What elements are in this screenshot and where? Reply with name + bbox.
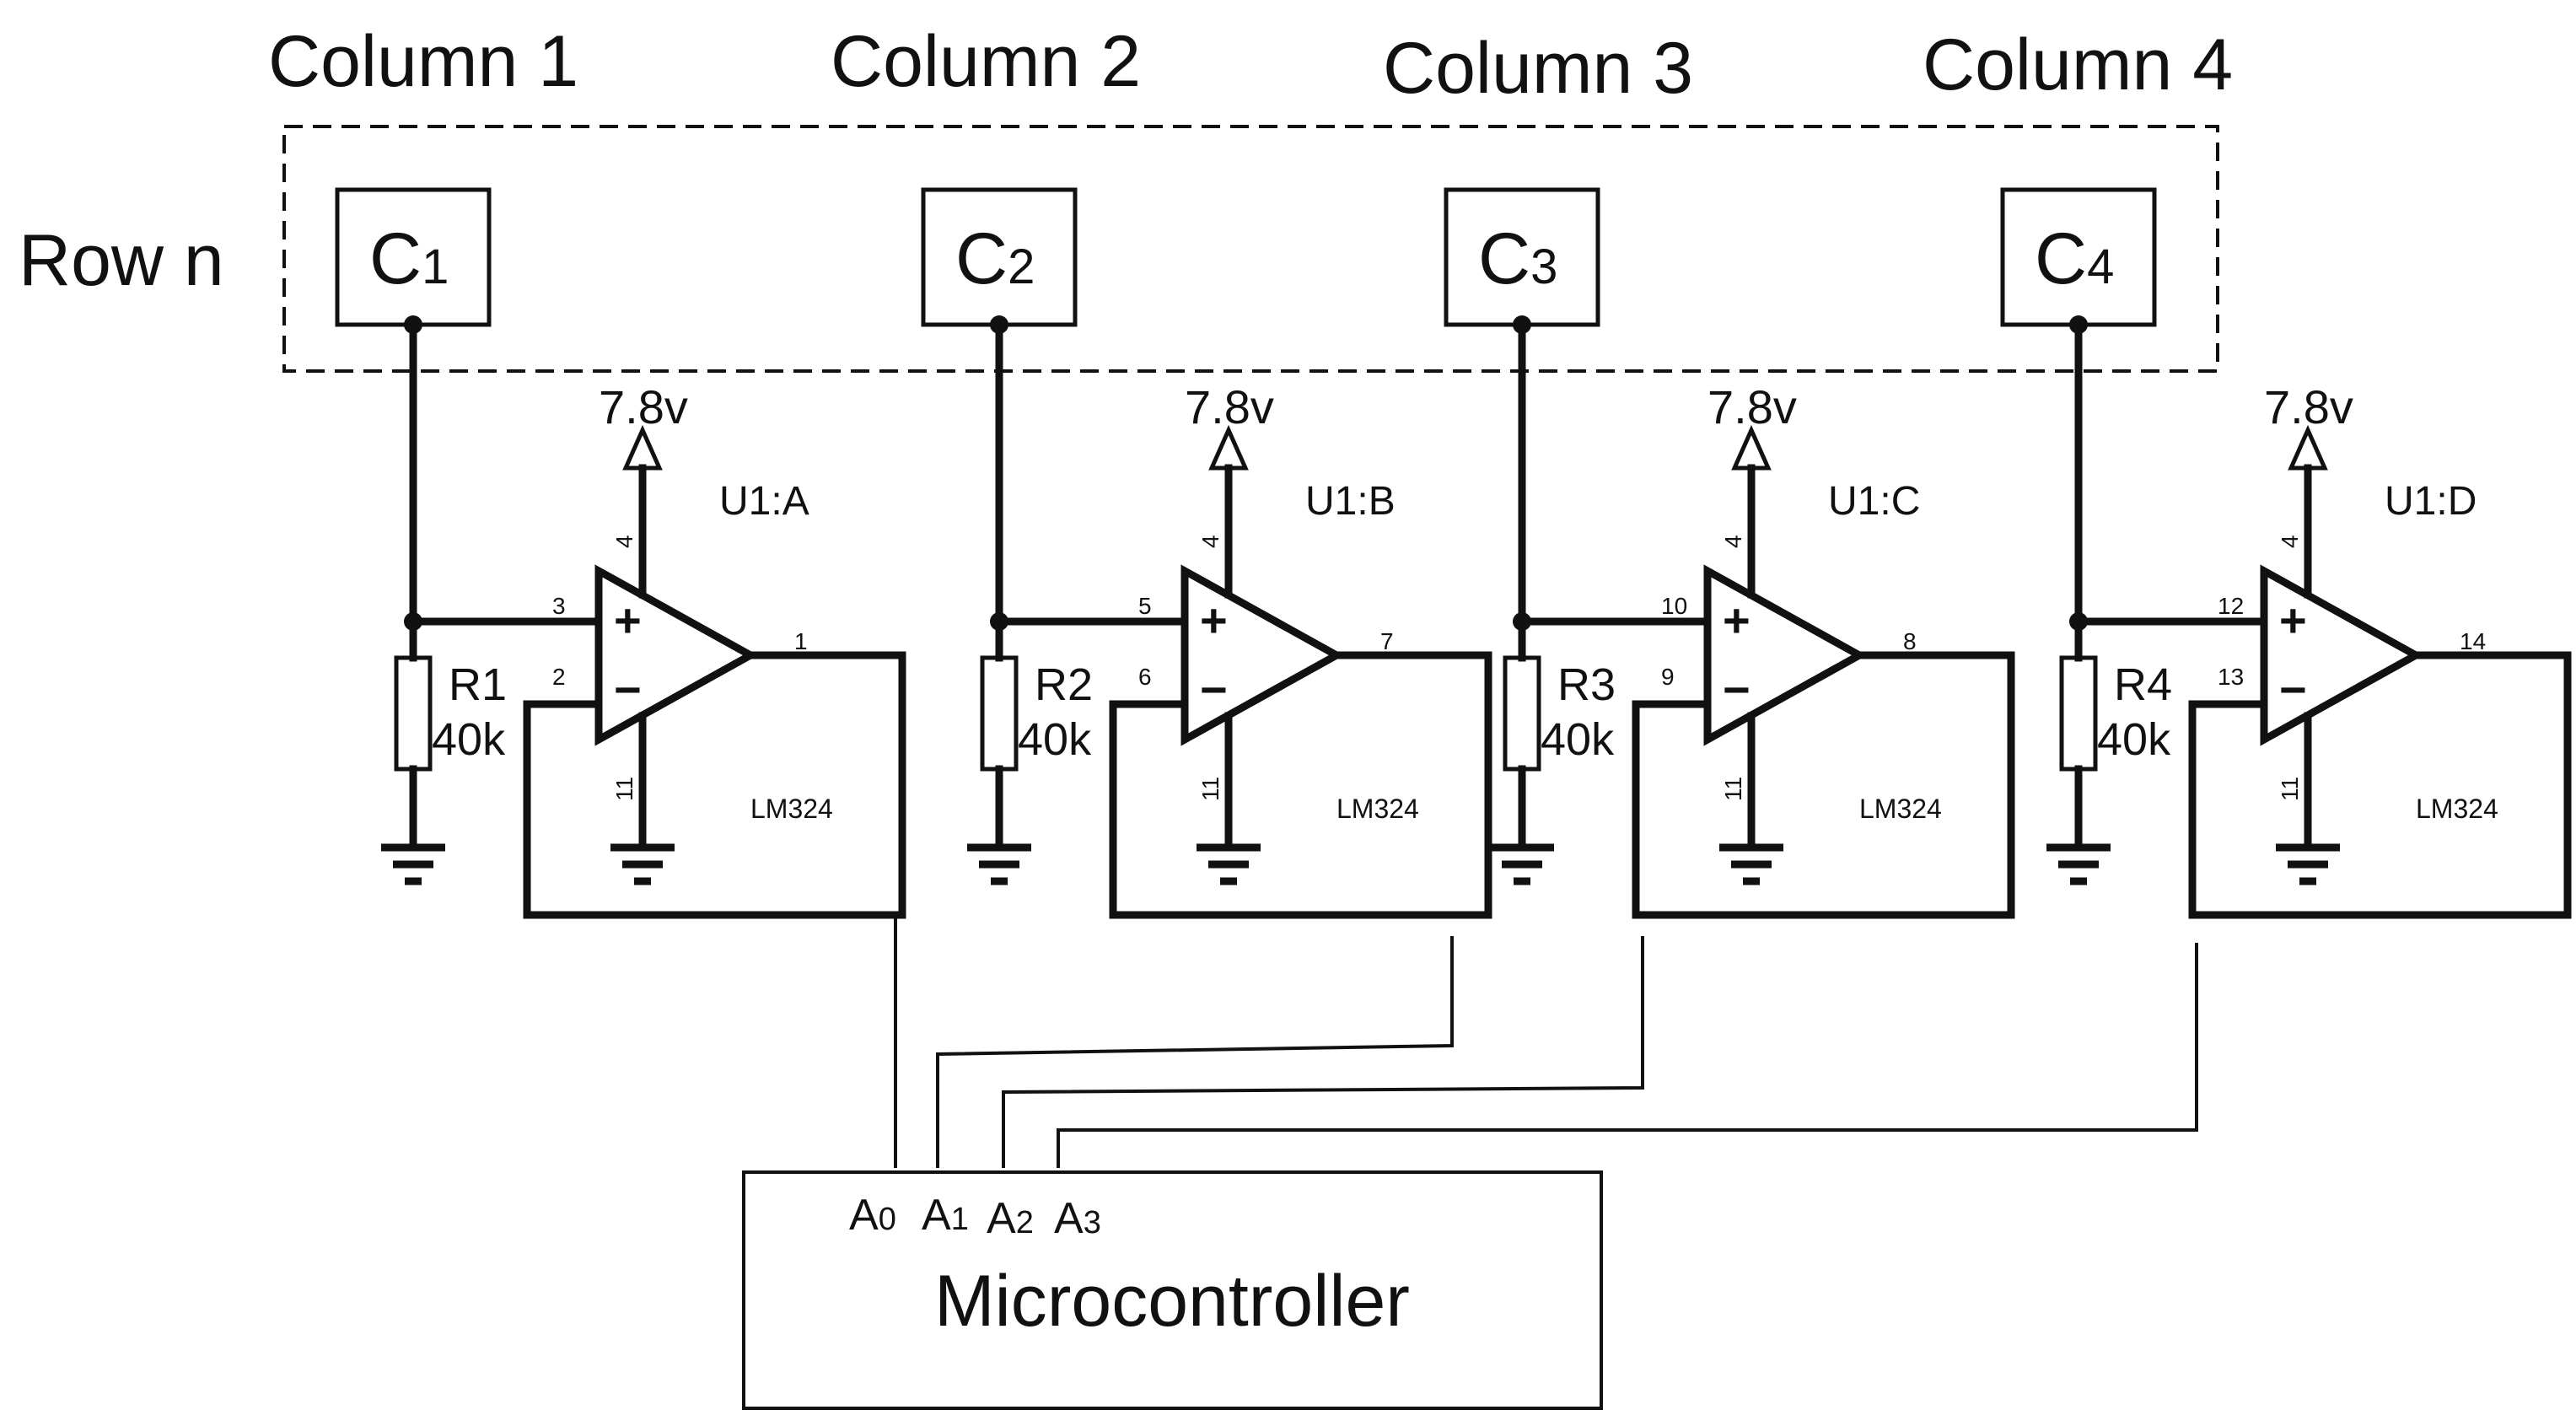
pin-gnd: 11 <box>1197 777 1223 801</box>
pin-out-number: 1 <box>794 628 808 654</box>
resistor-4 <box>2059 655 2098 772</box>
pin-minus-number: 6 <box>1138 664 1152 690</box>
capacitor-4-label: C4 <box>2035 218 2114 299</box>
wire-out4-a3 <box>1057 943 2198 1168</box>
supply-voltage-label: 7.8v <box>1185 380 1274 433</box>
supply-arrow-icon <box>1208 424 1249 471</box>
opamp-plus-sign: + <box>614 594 642 647</box>
pin-out-number: 8 <box>1903 628 1917 654</box>
pin-gnd: 11 <box>611 777 637 801</box>
opamp-3-unit: U1:C <box>1828 479 1920 524</box>
mcu-input-a1: A1 <box>922 1191 969 1240</box>
capacitor-1-label: C1 <box>369 218 449 299</box>
capacitor-2-label: C2 <box>955 218 1035 299</box>
microcontroller-label: Microcontroller <box>934 1261 1410 1342</box>
opamp-minus-sign: − <box>614 663 642 716</box>
pin-plus-number: 10 <box>1661 593 1687 619</box>
feedback-loop-wire <box>523 651 906 919</box>
resistor-4-name: R4 <box>2114 659 2172 710</box>
opamp-2-triangle <box>1180 564 1345 746</box>
supply-arrow-icon <box>2288 424 2328 471</box>
opamp-minus-sign: − <box>1723 663 1750 716</box>
feedback-loop-wire <box>1109 651 1492 919</box>
resistor-3 <box>1503 655 1541 772</box>
resistor-4-value: 40k <box>2097 714 2171 765</box>
resistor-2 <box>980 655 1019 772</box>
resistor-1-value: 40k <box>432 714 506 765</box>
feedback-loop-wire <box>2188 651 2572 919</box>
pin-plus-number: 12 <box>2218 593 2244 619</box>
opamp-2-unit: U1:B <box>1305 479 1396 524</box>
chip-label: LM324 <box>2416 794 2498 824</box>
column-4-label: Column 4 <box>1923 24 2233 105</box>
supply-arrow-icon <box>622 424 663 471</box>
column-3-label: Column 3 <box>1383 28 1693 109</box>
mcu-input-a3: A3 <box>1054 1194 1101 1243</box>
resistor-3-name: R3 <box>1557 659 1616 710</box>
opamp-1-unit: U1:A <box>719 479 809 524</box>
microcontroller-box <box>742 1170 1603 1410</box>
pin-plus-number: 3 <box>552 593 566 619</box>
opamp-3-triangle <box>1703 564 1868 746</box>
opamp-4-unit: U1:D <box>2385 479 2477 524</box>
resistor-3-value: 40k <box>1541 714 1615 765</box>
chip-label: LM324 <box>1859 794 1942 824</box>
opamp-1-triangle <box>594 564 759 746</box>
pin-plus-number: 5 <box>1138 593 1152 619</box>
opamp-minus-sign: − <box>1200 663 1228 716</box>
column-2-label: Column 2 <box>831 21 1141 102</box>
capacitor-3-label: C3 <box>1478 218 1557 299</box>
pin-vcc: 4 <box>1720 535 1746 548</box>
supply-voltage-label: 7.8v <box>1707 380 1797 433</box>
feedback-loop-wire <box>1632 651 2015 919</box>
pin-minus-number: 2 <box>552 664 566 690</box>
pin-gnd: 11 <box>2277 777 2303 801</box>
supply-arrow-icon <box>1731 424 1772 471</box>
pin-vcc: 4 <box>611 535 637 548</box>
pin-vcc: 4 <box>1197 535 1223 548</box>
pin-gnd: 11 <box>1720 777 1746 801</box>
wire-out3-a2 <box>1002 936 1644 1168</box>
pin-out-number: 14 <box>2460 628 2486 654</box>
supply-voltage-label: 7.8v <box>599 380 688 433</box>
opamp-minus-sign: − <box>2279 663 2307 716</box>
sensor-channels: C1R140k+−7.8vU1:A432111LM324C2R240k+−7.8… <box>335 187 2572 919</box>
resistor-1 <box>394 655 433 772</box>
mcu-input-a0: A0 <box>849 1191 896 1240</box>
opamp-plus-sign: + <box>2279 594 2307 647</box>
pin-out-number: 7 <box>1380 628 1394 654</box>
pin-vcc: 4 <box>2277 535 2303 548</box>
row-boundary <box>282 125 2219 373</box>
pin-minus-number: 13 <box>2218 664 2244 690</box>
resistor-2-value: 40k <box>1018 714 1092 765</box>
column-1-label: Column 1 <box>268 21 578 102</box>
row-label: Row n <box>19 220 224 301</box>
opamp-plus-sign: + <box>1200 594 1228 647</box>
opamp-plus-sign: + <box>1723 594 1750 647</box>
pin-minus-number: 9 <box>1661 664 1675 690</box>
wire-out2-a1 <box>936 936 1454 1168</box>
mcu-input-a2: A2 <box>987 1194 1034 1243</box>
chip-label: LM324 <box>1336 794 1419 824</box>
resistor-1-name: R1 <box>449 659 507 710</box>
chip-label: LM324 <box>750 794 833 824</box>
opamp-4-triangle <box>2260 564 2424 746</box>
resistor-2-name: R2 <box>1035 659 1093 710</box>
mcu-wires <box>894 915 2198 1168</box>
supply-voltage-label: 7.8v <box>2264 380 2353 433</box>
